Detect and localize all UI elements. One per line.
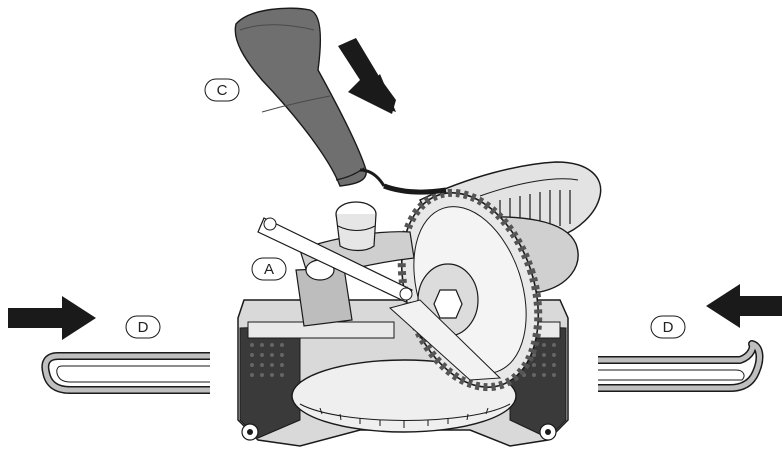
callout-d-right-label: D <box>663 319 674 336</box>
callout-d-left: D <box>125 315 161 339</box>
arrow-left-extension <box>8 296 96 340</box>
right-extension-bar <box>598 340 764 392</box>
left-extension-bar <box>41 352 210 394</box>
callout-c: C <box>204 78 240 102</box>
callout-a-label: A <box>264 261 274 278</box>
arrow-dust-bag <box>338 38 396 114</box>
dust-bag <box>234 7 386 187</box>
arrow-right-extension <box>706 284 782 328</box>
saw-head <box>257 161 602 392</box>
callout-d-right: D <box>650 315 686 339</box>
callout-d-left-label: D <box>138 319 149 336</box>
callout-a: A <box>251 257 287 281</box>
callout-c-label: C <box>217 82 228 99</box>
